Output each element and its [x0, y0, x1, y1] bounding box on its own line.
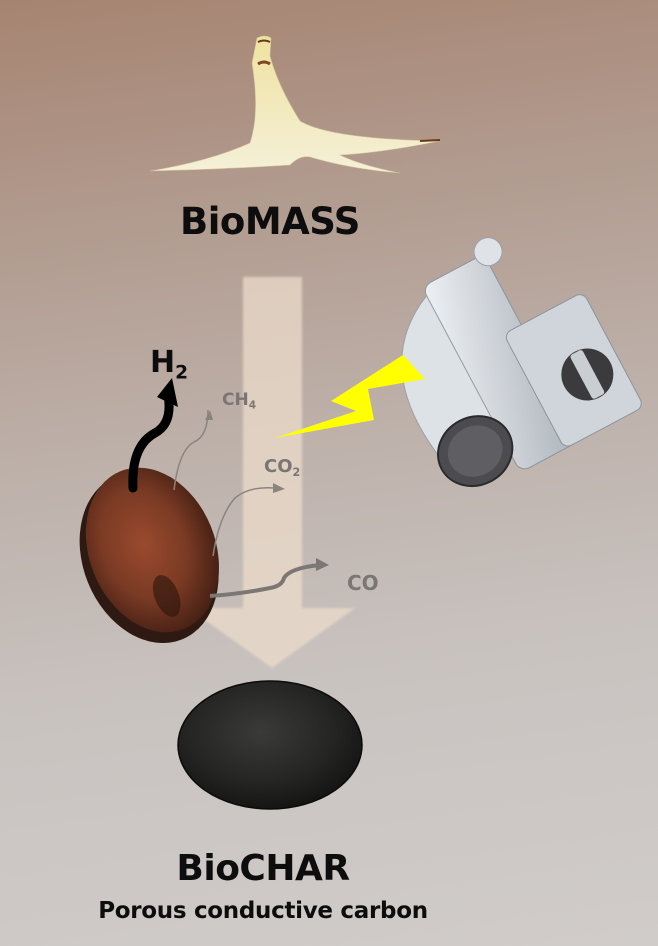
co-arrowhead-icon: [316, 558, 329, 571]
h2-label: H2: [150, 345, 188, 384]
h2-formula: H: [150, 345, 176, 380]
co2-label: CO2: [264, 456, 300, 479]
co2-arrowhead-icon: [273, 483, 285, 493]
biochar-subtitle: Porous conductive carbon: [98, 898, 428, 924]
biomass-disc-icon: [79, 467, 219, 644]
h2-subscript: 2: [175, 362, 189, 384]
ch4-subscript: 4: [248, 399, 257, 412]
h2-arrow: [128, 390, 174, 493]
co2-formula: CO: [264, 456, 293, 477]
ch4-arrow: [173, 409, 209, 491]
co2-arrow: [212, 486, 276, 557]
co-arrow: [209, 563, 321, 598]
co-label: CO: [347, 571, 379, 595]
lightning-bolt-icon: [275, 355, 425, 438]
lamp-device-icon: [401, 237, 642, 488]
ch4-label: CH4: [222, 390, 256, 412]
biochar-label: BioCHAR: [176, 848, 350, 889]
biochar-disc-icon: [177, 680, 363, 810]
co2-subscript: 2: [292, 465, 301, 479]
h2-arrowhead-icon: [157, 378, 178, 407]
ch4-formula: CH: [222, 390, 249, 410]
biomass-label: BioMASS: [180, 200, 360, 243]
process-arrow: [188, 277, 355, 668]
banana-peel-icon: [149, 35, 441, 174]
co-formula: CO: [347, 571, 379, 595]
ch4-arrowhead-icon: [205, 410, 213, 420]
